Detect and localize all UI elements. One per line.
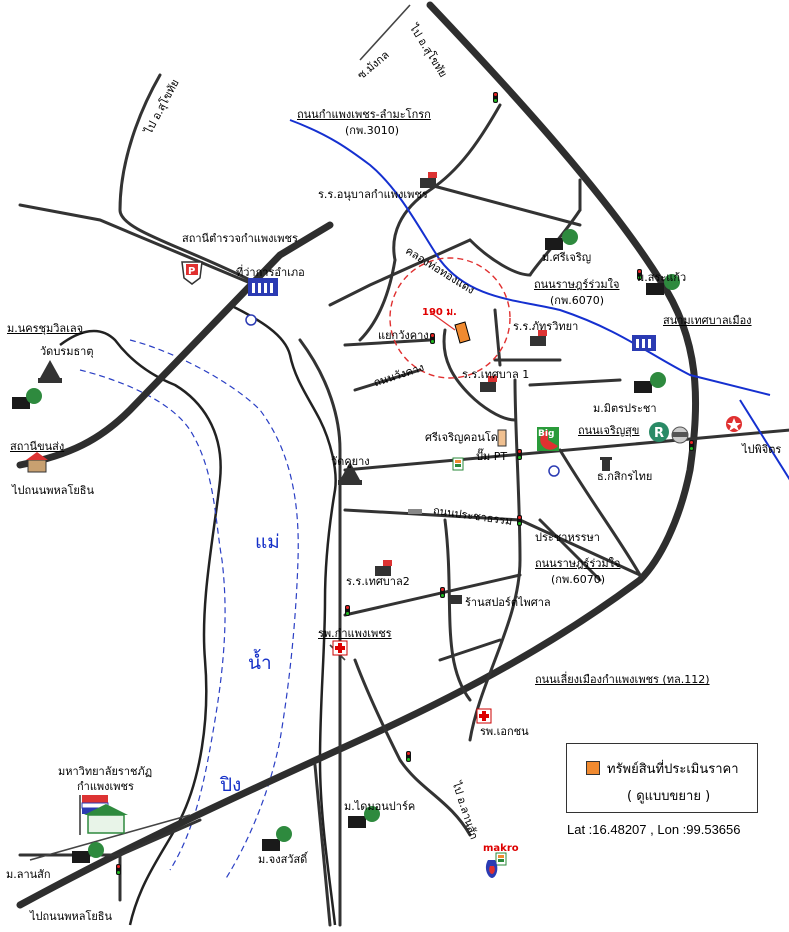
label-rr-thai: ร.ร.ภัทรวิทยา bbox=[513, 320, 579, 333]
label-river-mae: แม่ bbox=[255, 531, 280, 553]
label-police: สถานีตำรวจกำแพงเพชร bbox=[182, 232, 298, 245]
temple-icon bbox=[38, 360, 362, 485]
label-road-khanu-code: (กพ.3010) bbox=[345, 124, 399, 137]
label-prachasamakki: ประชาหรรษา bbox=[535, 531, 600, 544]
district-office-icon bbox=[248, 278, 278, 296]
village-icon bbox=[12, 229, 680, 863]
robinson-icon: R bbox=[649, 422, 669, 442]
label-wat-borom: วัดบรมธาตุ bbox=[40, 345, 94, 358]
label-to-phahon-w: ไปถนนพหลโยธิน bbox=[12, 484, 95, 497]
hospital-icon bbox=[332, 640, 348, 656]
traffic-light-icon bbox=[517, 515, 522, 526]
traffic-light-icon bbox=[406, 751, 411, 762]
canal-branch bbox=[739, 399, 789, 481]
label-yaeng: แยกวังคาง bbox=[378, 329, 429, 342]
university-icon bbox=[79, 795, 128, 835]
label-to-phichit: ไปพิจิตร bbox=[742, 443, 782, 456]
label-anuban: ร.ร.อนุบาลกำแพงเพชร bbox=[318, 188, 428, 201]
bank-icon bbox=[600, 457, 612, 471]
label-station-chinsong: สถานีขนส่ง bbox=[10, 440, 65, 453]
label-bank: ธ.กสิกรไทย bbox=[597, 470, 653, 483]
label-river-nam: น้ำ bbox=[248, 652, 272, 674]
condo-icon bbox=[497, 429, 507, 447]
label-river-ping: ปิง bbox=[220, 774, 242, 796]
label-bypass: ถนนเลี่ยงเมืองกำแพงเพชร (ทล.112) bbox=[535, 673, 710, 686]
distance-line bbox=[429, 311, 456, 331]
traffic-light-icon bbox=[430, 333, 435, 344]
label-district-office: ที่ว่าการอำเภอ bbox=[236, 266, 305, 279]
label-makro: makro bbox=[483, 843, 519, 854]
ptt-icon bbox=[485, 860, 498, 878]
big-c-icon bbox=[537, 427, 559, 451]
label-wat-khubang: วัดคูยาง bbox=[331, 455, 370, 468]
legend-swatch bbox=[586, 761, 600, 775]
svg-text:P: P bbox=[188, 266, 195, 277]
legend-title: ทรัพย์สินที่ประเมินราคา bbox=[607, 762, 739, 777]
label-distance: 190 ม. bbox=[422, 307, 457, 318]
label-road-khanu: ถนนกำแพงเพชร-ลำมะโกรก bbox=[297, 108, 431, 121]
hospital-icon-private bbox=[476, 708, 492, 724]
traffic-light-icon bbox=[689, 440, 694, 451]
traffic-light-icon bbox=[637, 269, 642, 280]
label-mu-chongsawat: ม.จงสวัสดิ์ bbox=[258, 853, 308, 866]
label-condo: ศรีเจริญคอนโด bbox=[425, 431, 498, 444]
shop-icon bbox=[448, 595, 462, 604]
traffic-light-icon bbox=[116, 864, 121, 875]
seven-eleven-icon bbox=[452, 457, 507, 866]
radius-circle bbox=[389, 257, 511, 379]
label-mu-charoen: ม.ศรีเจริญ bbox=[542, 251, 592, 264]
subject-property[interactable] bbox=[454, 321, 471, 344]
label-mu-lanmak: ม.ลานสัก bbox=[6, 868, 51, 881]
traffic-light-icon bbox=[440, 587, 445, 598]
label-mu-mitpracha: ม.มิตรประชา bbox=[593, 402, 657, 415]
roads bbox=[18, 73, 789, 927]
label-to-phahon-sw: ไปถนนพหลโยธิน bbox=[30, 910, 113, 923]
label-stadium: สนามเทศบาลเมือง bbox=[663, 314, 752, 327]
label-mu-tycoon: ม.ไดมอนปาร์ค bbox=[344, 800, 416, 813]
label-road-ratchadamnoen: ถนนราษฎร์ร่วมใจ bbox=[534, 278, 620, 291]
label-sport-shop: ร้านสปอร์ตไพศาล bbox=[465, 596, 551, 609]
label-pump: ปั๊ม PT bbox=[476, 450, 508, 463]
label-hospital: รพ.กำแพงเพชร bbox=[318, 627, 392, 640]
stadium-icon bbox=[632, 335, 656, 351]
label-road-ratchadamnoen2-code: (กพ.6070) bbox=[551, 573, 605, 586]
legend-box: ทรัพย์สินที่ประเมินราคา ( ดูแบบขยาย ) bbox=[566, 743, 758, 813]
label-road-ratchadamnoen-code: (กพ.6070) bbox=[550, 294, 604, 307]
label-nakhon-chum: ม.นครชุมวิลเลจ bbox=[7, 322, 84, 335]
canal-line bbox=[289, 119, 771, 396]
coordinates-readout: Lat :16.48207 , Lon :99.53656 bbox=[567, 822, 741, 837]
texaco-icon bbox=[726, 416, 742, 432]
svg-text:R: R bbox=[654, 426, 664, 441]
school-icon bbox=[375, 172, 547, 576]
label-road-ratchadamnoen2: ถนนราษฎร์ร่วมใจ bbox=[535, 557, 621, 570]
label-road-charoensuk: ถนนเจริญสุข bbox=[578, 424, 640, 437]
label-university2: กำแพงเพชร bbox=[77, 780, 134, 793]
label-mu-srakaew: ม.สระแก้ว bbox=[637, 271, 687, 284]
traffic-light-icon bbox=[517, 449, 522, 460]
label-private-hospital: รพ.เอกชน bbox=[480, 725, 529, 738]
junction-icon bbox=[408, 509, 422, 514]
circle-marker-icon bbox=[245, 314, 560, 477]
traffic-light-icon bbox=[493, 92, 498, 103]
police-icon: P bbox=[181, 261, 203, 285]
label-thesaban2: ร.ร.เทศบาล2 bbox=[346, 575, 410, 588]
label-thesaban1: ร.ร.เทศบาล 1 bbox=[462, 368, 530, 381]
nissan-icon bbox=[671, 426, 689, 444]
label-big-c: Big bbox=[538, 429, 555, 439]
label-university: มหาวิทยาลัยราชภัฏ bbox=[58, 765, 153, 778]
legend-subtitle[interactable]: ( ดูแบบขยาย ) bbox=[627, 789, 711, 804]
traffic-light-icon bbox=[345, 605, 350, 616]
bus-station-icon bbox=[26, 452, 48, 473]
